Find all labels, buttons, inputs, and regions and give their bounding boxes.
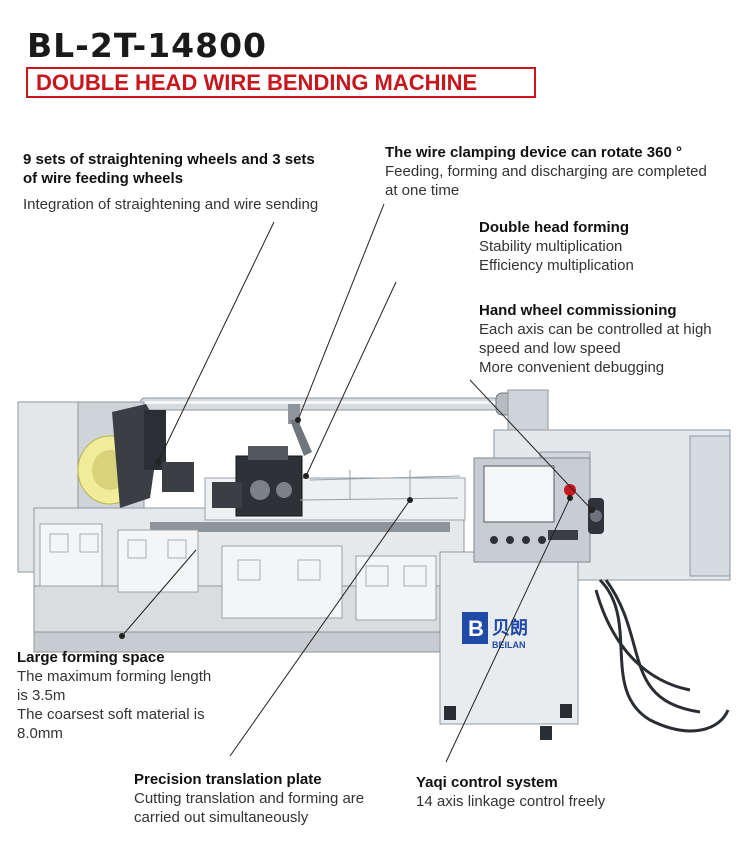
leader-hand-wheel [469,379,593,511]
model-number: BL-2T-14800 [27,26,268,65]
annotation-text: is 3.5m [17,687,66,704]
forming-heads [162,446,303,517]
annotation-heading: Large forming space [17,649,165,666]
annotation-text: Each axis can be controlled at high [479,321,712,338]
annotation-text: Cutting translation and forming are [134,790,365,807]
annotation-text: The maximum forming length [17,668,212,685]
logo-mark: B [468,616,484,641]
annotation-heading: 9 sets of straightening wheels and 3 set… [23,151,315,168]
annotation-straightening: 9 sets of straightening wheels and 3 set… [23,150,318,214]
annotation-text: 8.0mm [17,725,63,742]
annotation-heading: The wire clamping device can rotate 360 … [385,144,682,161]
annotation-text: Efficiency multiplication [479,257,634,274]
leader-forming-space [121,549,197,637]
annotation-text: carried out simultaneously [134,809,309,826]
translation-plate [299,470,461,501]
annotation-text: The coarsest soft material is [17,706,205,723]
logo-cn: 贝朗 [492,618,528,639]
annotation-heading: Yaqi control system [416,774,558,791]
annotation-text: More convenient debugging [479,359,665,376]
annotation-text: Feeding, forming and discharging are com… [385,163,707,180]
leader-straightening [157,221,275,463]
annotation-text: at one time [385,182,460,199]
annotation-heading: Precision translation plate [134,771,322,788]
annotation-text: Stability multiplication [479,238,623,255]
annotation-text: Integration of straightening and wire se… [23,196,319,213]
annotation-clamping: The wire clamping device can rotate 360 … [385,143,707,200]
annotation-control: Yaqi control system 14 axis linkage cont… [416,773,605,811]
annotation-heading: Hand wheel commissioning [479,302,677,319]
annotation-text: speed and low speed [479,340,621,357]
brand-logo: B 贝朗 BEILAN [462,612,528,650]
annotation-double-head: Double head forming Stability multiplica… [479,218,634,275]
leader-control [445,497,571,763]
annotation-translation: Precision translation plate Cutting tran… [134,770,364,827]
logo-en: BEILAN [492,640,526,650]
leader-translation [229,499,411,757]
annotation-heading: of wire feeding wheels [23,170,184,187]
machine-subtitle: DOUBLE HEAD WIRE BENDING MACHINE [36,70,478,95]
feet [444,704,572,740]
leader-clamping [297,203,385,421]
subtitle-box: DOUBLE HEAD WIRE BENDING MACHINE [26,67,536,98]
leader-double-head [305,281,397,477]
cables [594,578,730,733]
annotation-text: 14 axis linkage control freely [416,793,606,810]
machine-bed [33,477,466,653]
annotation-forming-space: Large forming space The maximum forming … [17,648,211,743]
annotation-hand-wheel: Hand wheel commissioning Each axis can b… [479,301,712,377]
annotation-heading: Double head forming [479,219,629,236]
